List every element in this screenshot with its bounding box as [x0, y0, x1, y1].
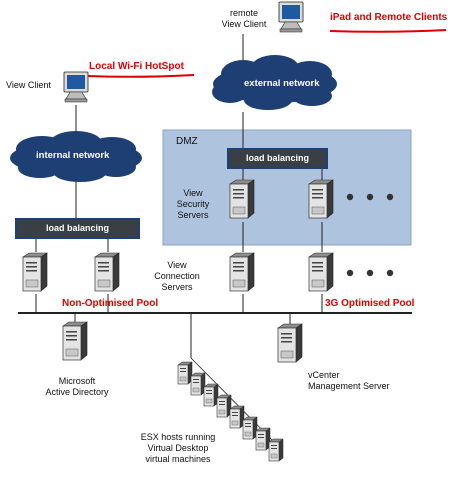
esx-host-icon — [242, 416, 258, 440]
ipad-remote-clients-label: iPad and Remote Clients — [330, 12, 448, 23]
dmz-label: DMZ — [176, 136, 198, 147]
internal-network-label: internal network — [36, 150, 110, 161]
connection-server-2-icon — [94, 252, 120, 292]
external-network-cloud — [212, 55, 337, 110]
external-network-label: external network — [244, 78, 320, 89]
esx-hosts-stack — [177, 357, 284, 462]
security-server-2-icon — [308, 179, 334, 219]
esx-host-icon — [203, 383, 219, 407]
esx-host-icon — [268, 438, 284, 462]
vcenter-server-icon — [277, 323, 303, 363]
non-optimised-pool-label: Non-Optimised Pool — [62, 298, 159, 309]
connection-server-3-icon — [229, 252, 255, 292]
esx-host-icon — [216, 394, 232, 418]
local-wifi-hotspot-label: Local Wi-Fi HotSpot — [89, 61, 184, 72]
esx-host-icon — [190, 372, 206, 396]
security-server-1-icon — [229, 179, 255, 219]
active-directory-server-icon — [62, 321, 88, 361]
vcenter-management-server-label: vCenter Management Server — [308, 370, 390, 391]
esx-host-icon — [229, 405, 245, 429]
dmz-load-balancer: load balancing — [227, 148, 328, 169]
remote-view-client-label: remote View Client — [221, 8, 267, 29]
esx-hosts-label: ESX hosts running Virtual Desktop virtua… — [140, 432, 216, 464]
more-servers-dots-icon — [346, 193, 394, 277]
view-security-servers-label: View Security Servers — [176, 188, 210, 220]
connection-server-1-icon — [22, 252, 48, 292]
view-client-monitor-icon — [63, 71, 89, 103]
view-connection-servers-label: View Connection Servers — [154, 260, 200, 292]
remote-view-client-monitor-icon — [278, 1, 304, 33]
microsoft-active-directory-label: Microsoft Active Directory — [45, 376, 109, 397]
esx-host-icon — [255, 427, 271, 451]
connection-server-4-icon — [308, 252, 334, 292]
view-client-label: View Client — [6, 80, 51, 90]
esx-host-icon — [177, 361, 193, 385]
3g-optimised-pool-label: 3G Optimised Pool — [325, 298, 415, 309]
internal-network-cloud — [10, 131, 142, 182]
internal-load-balancer: load balancing — [15, 218, 140, 239]
red-underlines — [87, 29, 447, 78]
